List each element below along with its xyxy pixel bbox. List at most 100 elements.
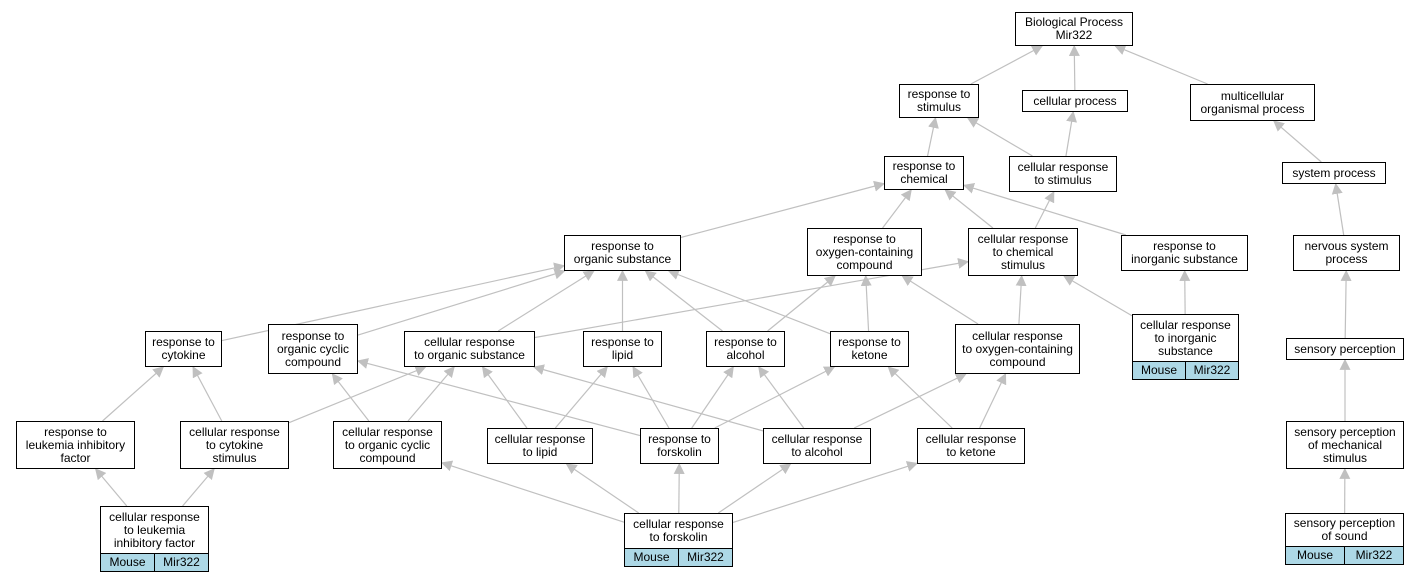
node-label: response to organic cyclic compound — [276, 328, 350, 369]
node-nerv[interactable]: nervous system process — [1293, 235, 1400, 271]
node-org[interactable]: response to organic substance — [564, 235, 681, 271]
node-coxy[interactable]: cellular response to oxygen-containing c… — [955, 324, 1080, 374]
edge-multi-to-root — [1114, 44, 1208, 85]
node-alc[interactable]: response to alcohol — [706, 331, 785, 367]
edge-corgcyc-to-orgcyc — [331, 373, 370, 422]
edge-corgcyc-to-corg — [407, 366, 455, 422]
edge-alc-to-org — [644, 270, 723, 332]
edge-calc-to-alc — [758, 366, 805, 429]
edge-cchem-to-chem — [944, 189, 994, 229]
node-label: cellular response to organic substance — [414, 335, 525, 362]
node-cinorg[interactable]: cellular response to inorganic substance — [1132, 314, 1239, 362]
node-label: sensory perception of mechanical stimulu… — [1294, 424, 1396, 465]
node-chem[interactable]: response to chemical — [884, 156, 964, 190]
node-oxy[interactable]: response to oxygen-containing compound — [807, 228, 922, 276]
edge-sys-to-multi — [1273, 120, 1322, 163]
edge-alc-to-oxy — [767, 275, 836, 332]
edge-cproc-to-root — [1068, 44, 1080, 91]
node-label: cellular process — [1033, 93, 1117, 108]
node-calc[interactable]: cellular response to alcohol — [763, 428, 871, 464]
edge-clif-to-lif — [94, 468, 128, 507]
node-label: response to lipid — [591, 335, 654, 362]
node-label: cellular response to stimulus — [1017, 160, 1109, 187]
node-label: response to organic substance — [573, 239, 672, 266]
edge-forsk-to-alc — [691, 366, 734, 429]
node-ccyto[interactable]: cellular response to cytokine stimulus — [180, 421, 289, 469]
node-sound[interactable]: sensory perception of sound — [1285, 513, 1404, 547]
edge-clif-to-ccyto — [182, 468, 215, 507]
node-root[interactable]: Biological Process Mir322 — [1015, 12, 1133, 46]
node-stim[interactable]: response to stimulus — [899, 84, 979, 118]
node-cchem[interactable]: cellular response to chemical stimulus — [968, 228, 1078, 276]
edge-nerv-to-sys — [1331, 182, 1345, 236]
species-tag: Mouse — [633, 550, 670, 564]
node-label: nervous system process — [1304, 239, 1389, 266]
edge-cforsk-to-cket — [732, 461, 919, 524]
node-lif[interactable]: response to leukemia inhibitory factor — [16, 421, 135, 469]
edge-cforsk-to-clipid — [565, 463, 640, 514]
node-label: cellular response to oxygen-containing c… — [962, 328, 1073, 369]
node-label: response to stimulus — [907, 87, 971, 114]
node-mech[interactable]: sensory perception of mechanical stimulu… — [1286, 421, 1404, 469]
edge-chem-to-stim — [926, 116, 939, 157]
annotation-tags: Mouse Mir322 — [624, 549, 733, 567]
node-multi[interactable]: multicellular organismal process — [1190, 84, 1315, 121]
node-label: cellular response to cytokine stimulus — [189, 424, 280, 465]
node-cproc[interactable]: cellular process — [1022, 90, 1128, 112]
node-clipid[interactable]: cellular response to lipid — [487, 428, 593, 464]
gene-tag: Mir322 — [678, 549, 732, 566]
node-orgcyc[interactable]: response to organic cyclic compound — [268, 324, 358, 374]
node-sys[interactable]: system process — [1282, 162, 1386, 184]
edge-orgcyc-to-org — [357, 268, 566, 336]
edge-cchem-to-cstim — [1034, 191, 1055, 229]
gene-tag: Mir322 — [154, 554, 208, 571]
edge-cstim-to-stim — [966, 117, 1033, 157]
node-cket[interactable]: cellular response to ketone — [917, 428, 1025, 464]
node-label: sensory perception of sound — [1293, 516, 1396, 543]
node-label: cellular response to chemical stimulus — [977, 231, 1069, 272]
edge-clipid-to-lipid — [554, 366, 608, 429]
node-label: cellular response to lipid — [494, 432, 586, 459]
node-label: response to ketone — [838, 335, 901, 362]
edge-cket-to-ket — [887, 366, 953, 429]
node-clif[interactable]: cellular response to leukemia inhibitory… — [100, 506, 209, 554]
edge-ccyto-to-corg — [288, 365, 427, 424]
node-label: response to inorganic substance — [1131, 239, 1238, 266]
edge-ccyto-to-cyto — [192, 366, 223, 422]
species-tag: Mouse — [1296, 548, 1334, 562]
node-label: Biological Process Mir322 — [1024, 15, 1124, 42]
node-cforsk[interactable]: cellular response to forskolin — [624, 513, 733, 549]
node-label: response to cytokine — [152, 335, 215, 362]
node-label: sensory perception — [1294, 341, 1396, 356]
node-forsk[interactable]: response to forskolin — [640, 428, 719, 464]
node-corgcyc[interactable]: cellular response to organic cyclic comp… — [333, 421, 442, 469]
node-lipid[interactable]: response to lipid — [583, 331, 662, 367]
edge-cinorg-to-cchem — [1063, 275, 1133, 317]
edge-cforsk-to-forsk — [673, 462, 685, 514]
node-ket[interactable]: response to ketone — [830, 331, 909, 367]
node-label: cellular response to inorganic substance — [1140, 317, 1231, 358]
node-cstim[interactable]: cellular response to stimulus — [1009, 156, 1117, 192]
node-cyto[interactable]: response to cytokine — [145, 331, 222, 367]
node-label: response to chemical — [892, 159, 956, 186]
edge-calc-to-coxy — [853, 373, 967, 429]
edge-ket-to-oxy — [860, 274, 872, 332]
edge-ket-to-org — [667, 269, 831, 335]
edge-calc-to-corg — [532, 364, 764, 432]
edge-lif-to-cyto — [102, 366, 165, 422]
node-label: multicellular organismal process — [1200, 88, 1305, 116]
node-label: cellular response to leukemia inhibitory… — [109, 509, 200, 550]
node-label: response to oxygen-containing compound — [815, 231, 914, 272]
node-corg[interactable]: cellular response to organic substance — [404, 331, 535, 367]
node-label: response to alcohol — [714, 335, 777, 362]
edge-corg-to-org — [497, 270, 595, 332]
edge-forsk-to-orgcyc — [356, 358, 641, 437]
node-inorg[interactable]: response to inorganic substance — [1121, 235, 1248, 271]
edge-oxy-to-chem — [882, 189, 912, 229]
node-label: system process — [1292, 165, 1376, 180]
gene-tag: Mir322 — [1185, 362, 1238, 379]
node-sens[interactable]: sensory perception — [1286, 338, 1404, 360]
